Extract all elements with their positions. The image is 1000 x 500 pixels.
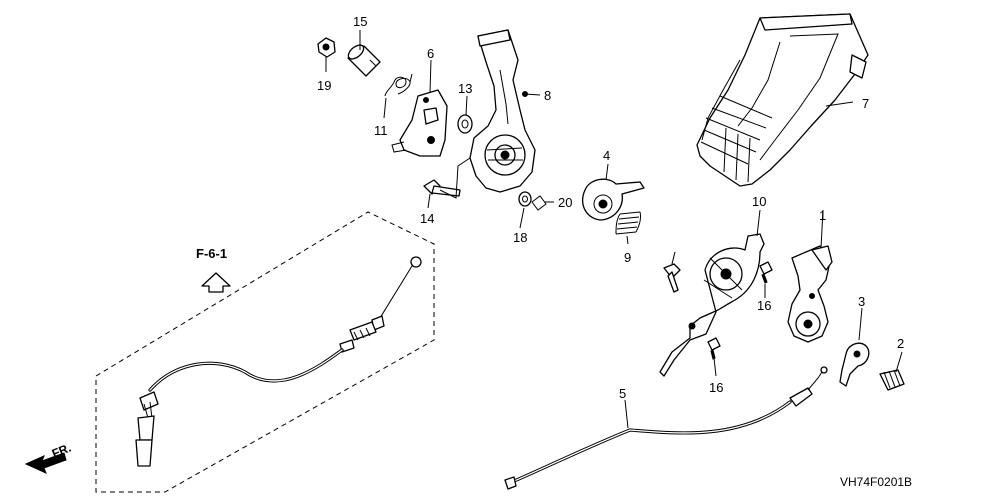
front-arrow-icon xyxy=(24,452,67,474)
callout-4: 4 xyxy=(603,148,610,163)
callout-16-upper: 16 xyxy=(757,298,771,313)
part-8-lever xyxy=(469,29,536,193)
callout-5: 5 xyxy=(619,386,626,401)
part-5-cable xyxy=(504,366,828,490)
part-20-bolt xyxy=(663,263,681,293)
diagram-code: VH74F0201B xyxy=(840,475,912,489)
reference-f-6-1: F-6-1 xyxy=(196,246,231,293)
callout-18: 18 xyxy=(513,230,527,245)
part-15-sleeve xyxy=(347,44,381,77)
callout-15: 15 xyxy=(353,14,367,29)
part-11-spring xyxy=(384,73,413,97)
callout-7: 7 xyxy=(862,96,869,111)
front-indicator: FR. xyxy=(24,441,73,474)
part-13-washer xyxy=(457,114,473,134)
part-4-plate xyxy=(582,178,645,221)
cable-assembly xyxy=(135,256,422,467)
part-16-screw-upper xyxy=(759,261,773,284)
part-6-bracket xyxy=(391,89,448,157)
callout-11: 11 xyxy=(374,123,388,138)
front-label: FR. xyxy=(50,441,73,461)
callout-9: 9 xyxy=(624,250,631,265)
part-10-control-base xyxy=(659,233,765,377)
callout-13: 13 xyxy=(458,81,472,96)
part-1-choke-lever xyxy=(787,245,833,343)
callout-10: 10 xyxy=(752,194,766,209)
leader-lines xyxy=(325,30,903,429)
part-7-cover xyxy=(696,13,869,187)
part-2-spring xyxy=(879,369,905,391)
cable-assembly-boundary xyxy=(95,211,435,493)
reference-label: F-6-1 xyxy=(196,246,227,261)
callout-14: 14 xyxy=(420,211,434,226)
callout-2: 2 xyxy=(897,336,904,351)
part-14-bolt xyxy=(423,179,461,197)
up-arrow-icon xyxy=(201,272,231,293)
callout-6: 6 xyxy=(427,46,434,61)
part-18-washer xyxy=(518,191,532,207)
callout-17: 19 xyxy=(317,78,331,93)
callout-1: 1 xyxy=(819,208,826,223)
part-16-screw-lower xyxy=(707,337,721,360)
callout-16-lower: 16 xyxy=(709,380,723,395)
part-17-nut xyxy=(317,37,336,58)
part-19-clip xyxy=(531,195,547,211)
bolt-14-guide xyxy=(439,157,471,199)
callout-3: 3 xyxy=(858,294,865,309)
part-3-arm xyxy=(839,342,870,387)
part-9-spring xyxy=(615,211,641,235)
callouts: 15 19 6 11 13 8 14 4 7 20 18 9 10 1 16 3… xyxy=(317,14,904,401)
callout-19: 20 xyxy=(558,195,572,210)
callout-8: 8 xyxy=(544,88,551,103)
